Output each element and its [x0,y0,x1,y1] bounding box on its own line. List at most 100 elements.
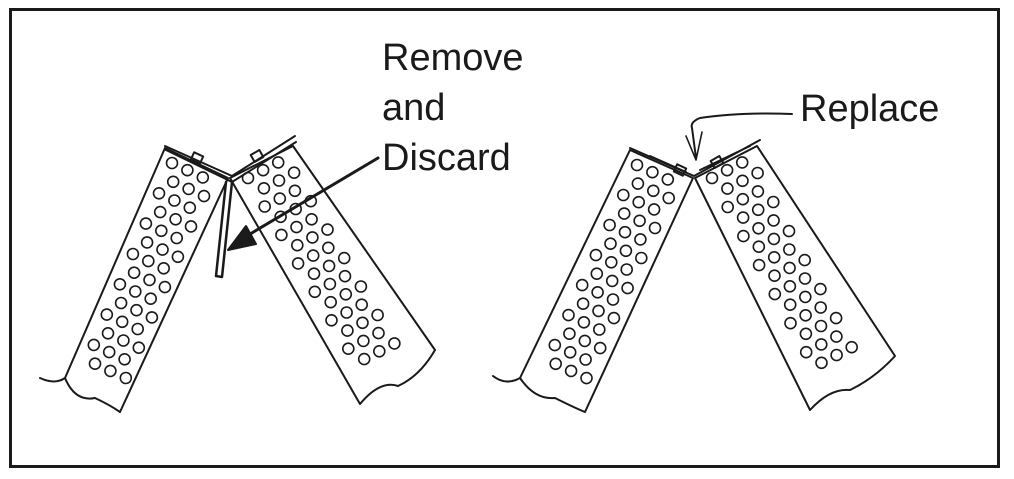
perforation-hole [604,255,618,269]
perforation-hole [721,200,735,214]
perforation-hole [101,326,115,340]
perforation-hole [607,311,621,325]
remove-label-line-3: Discard [382,137,511,179]
perforation-hole [564,364,578,378]
replace-leader-line [690,112,793,159]
perforation-hole [126,247,140,261]
right-coil-slab-right [694,145,896,411]
perforation-hole [814,319,828,333]
perforation-hole [767,232,781,246]
perforation-hole [340,306,353,319]
perforation-hole [646,165,659,179]
perforation-hole [341,342,355,356]
clip [672,163,688,177]
perforation-hole [579,353,592,366]
perforation-hole [549,357,563,371]
perforation-hole [273,192,287,205]
perforation-hole [767,214,780,227]
perforation-hole [768,269,781,283]
perforation-hole [337,251,351,265]
perforation-hole [184,220,198,233]
perforation-hole [291,257,305,270]
perforation-hole [169,213,182,226]
perforation-hole [271,156,285,169]
remove-arrow-head [227,225,257,251]
perforation-hole [830,348,843,362]
remove-and-discard-label: Remove and Discard [382,33,524,183]
perforation-hole [829,311,843,325]
perforation-hole [287,166,301,179]
replace-label: Replace [800,88,940,130]
perforation-hole [305,213,318,226]
perforation-hole [290,238,304,252]
perforation-hole [752,258,766,272]
perforation-hole [157,261,170,275]
perforation-hole [144,292,157,306]
perforation-hole [737,229,750,243]
perforation-hole [619,244,633,258]
perforation-hole [196,171,210,184]
perforation-hole [751,203,765,217]
old-seal-strip [214,180,234,279]
perforation-hole [580,371,593,385]
perforation-hole [341,324,354,337]
clip [189,151,205,165]
clip [249,149,265,163]
perforation-hole [183,201,197,214]
perforation-hole [590,267,604,281]
perforation-hole [114,296,128,310]
perforation-hole [388,337,401,350]
perforation-hole [257,182,271,195]
perforation-hole [751,166,764,180]
perforation-hole [617,207,631,220]
perforation-hole [371,308,384,322]
perforation-hole [152,187,166,200]
perforation-hole [119,371,133,385]
perforation-hole [563,327,576,341]
perforation-hole [357,334,370,348]
perforation-hole [736,174,749,188]
perforation-hole [606,293,620,306]
perforation-hole [306,231,319,244]
perforation-hole [782,224,796,238]
perforation-hole [130,303,143,317]
perforation-hole [591,285,604,299]
perforation-hole [634,251,648,265]
remove-arrow-shaft [238,156,380,242]
perforation-hole [131,322,144,336]
perforation-hole [783,279,797,293]
left-coil-slab-left [39,147,229,413]
perforation-hole [620,263,634,276]
right-assembly [492,112,896,413]
figure-frame [9,8,1000,468]
perforation-hole [321,241,335,255]
perforation-hole [127,266,141,280]
perforation-hole [592,323,606,336]
perforation-hole [648,221,662,235]
perforation-hole [621,281,634,295]
perforation-hole [720,163,734,177]
perforation-hole [845,340,859,354]
perforation-hole [272,174,286,187]
perforation-hole [647,203,661,216]
perforation-hole [751,185,765,198]
perforation-hole [258,200,272,213]
perforation-hole [129,285,142,298]
perforation-hole [139,217,153,230]
perforation-hole [356,316,369,330]
perforation-hole [155,224,168,238]
perforation-hole [604,237,617,250]
perforation-hole [814,301,828,314]
perforation-hole [355,298,369,312]
perforation-hole [814,282,827,296]
perforation-hole [88,357,102,371]
perforation-hole [662,191,676,205]
perforation-hole [357,352,371,366]
perforation-hole [799,327,813,341]
perforation-hole [87,338,101,352]
perforation-hole [632,195,646,209]
perforation-hole [798,253,812,267]
perforation-hole [338,269,352,283]
perforation-hole [170,231,183,245]
perforation-hole [799,308,812,322]
